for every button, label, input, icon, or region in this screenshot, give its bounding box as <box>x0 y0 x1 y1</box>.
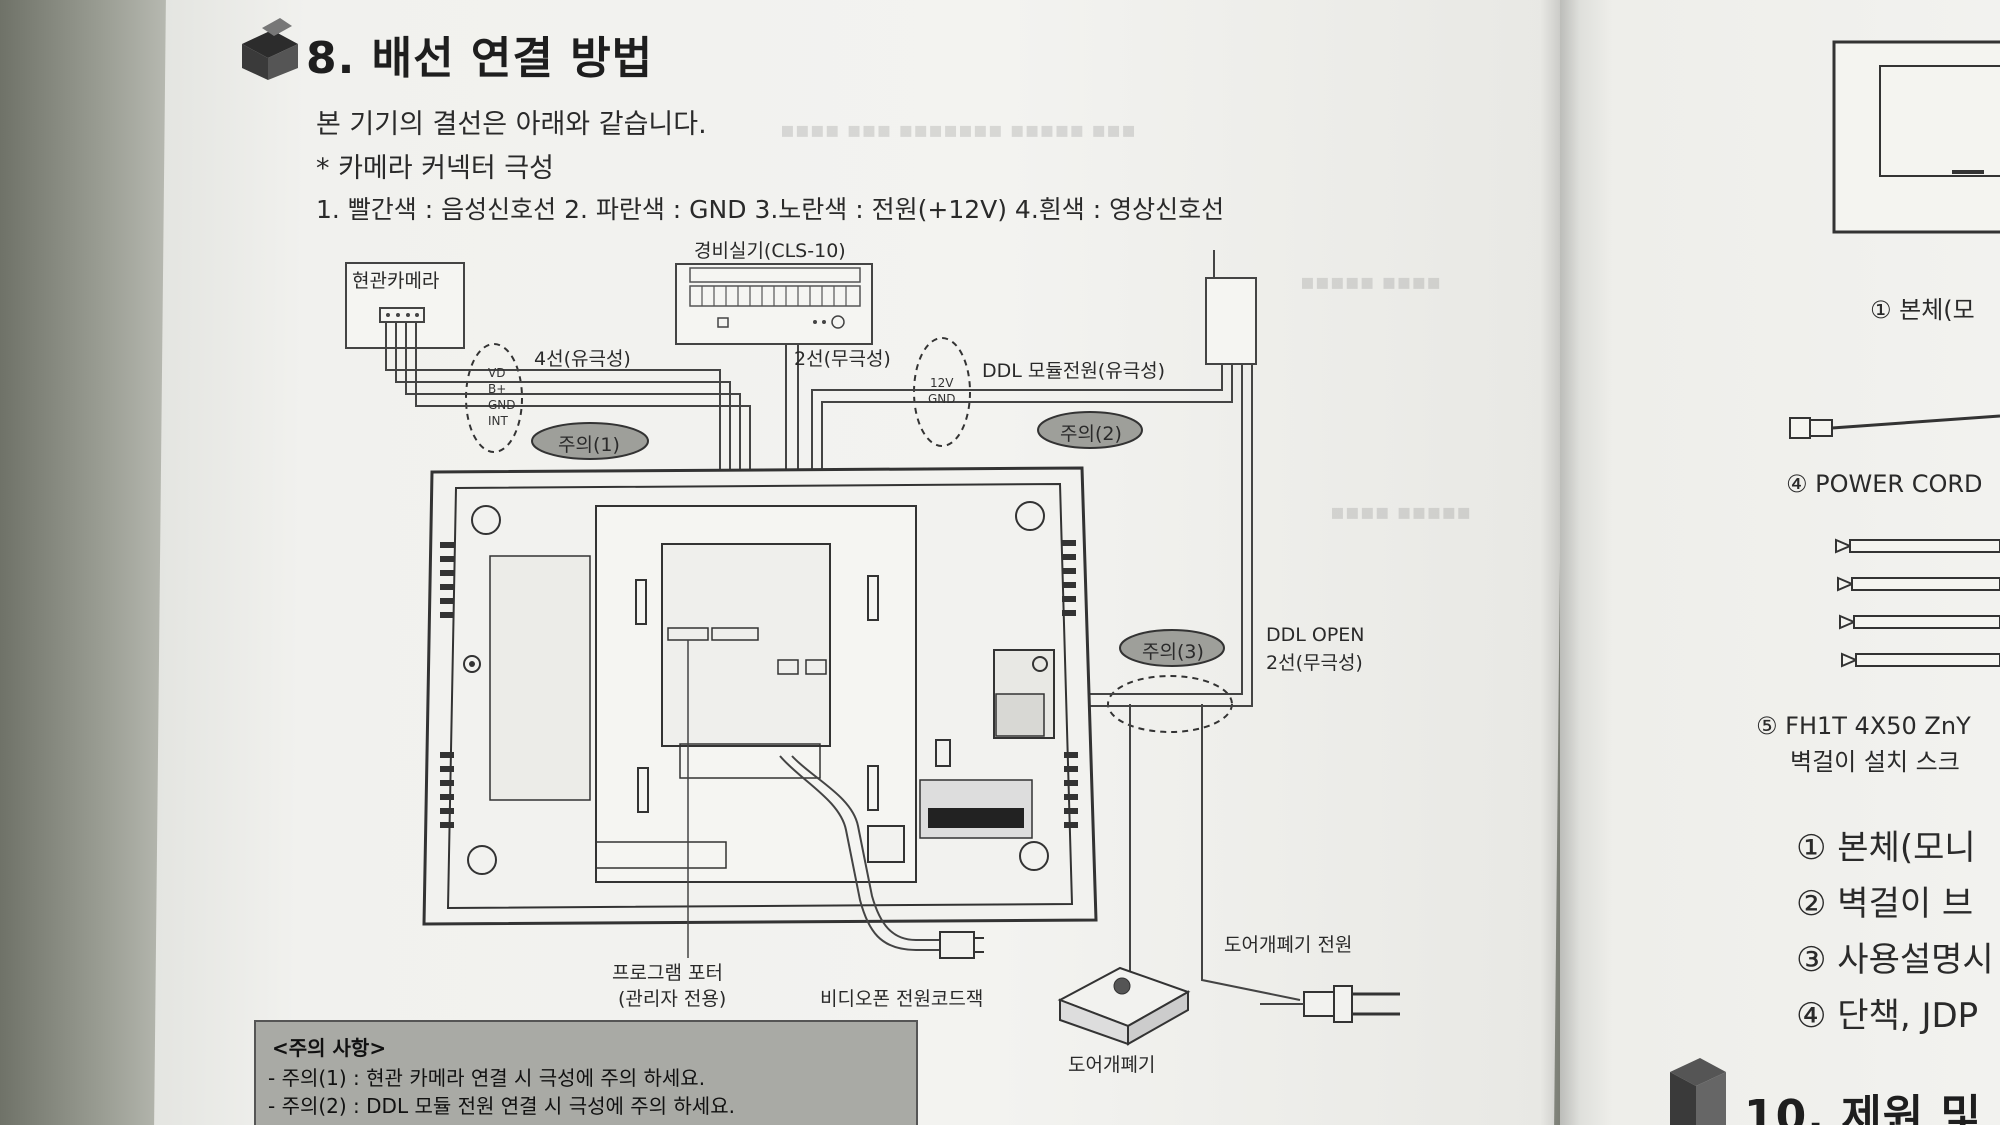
right-power-cord-label: ④ POWER CORD <box>1786 470 1983 498</box>
door-opener-box <box>1057 966 1191 1046</box>
page-gutter <box>1540 0 1580 1125</box>
right-list-item-3: ③ 사용설명시 <box>1796 940 1994 980</box>
notes-line-2: - 주의(2) : DDL 모듈 전원 연결 시 극성에 주의 하세요. <box>268 1094 735 1118</box>
pin-bplus-label: B+ <box>488 382 507 396</box>
alarm-unit-box <box>675 263 873 345</box>
door-opener-wires <box>1129 704 1301 1001</box>
section-box-icon <box>242 18 298 80</box>
ddl-module-box <box>1205 250 1257 365</box>
caution3-badge: 주의(3) <box>1142 641 1204 663</box>
left-page-shadow <box>0 0 170 1125</box>
caution-notes-box: <주의 사항> - 주의(1) : 현관 카메라 연결 시 극성에 주의 하세요… <box>254 1020 918 1125</box>
monitor-front-icon <box>1832 40 2000 234</box>
polarity-ellipses <box>465 337 1233 733</box>
intro-text: 본 기기의 결선은 아래와 같습니다. <box>316 109 707 140</box>
right-list-item-1: ① 본체(모니 <box>1796 828 1976 868</box>
caution-ovals <box>531 411 1225 667</box>
caution1-badge: 주의(1) <box>558 434 620 456</box>
pin-12v-label: 12V <box>930 376 954 390</box>
pin-vd-label: VD <box>488 366 506 380</box>
monitor-back-panel <box>422 466 1098 926</box>
right-list-item-4: ④ 단책, JDP <box>1796 996 1979 1036</box>
connector-heading: * 카메라 커넥터 극성 <box>316 153 554 184</box>
four-wire-label: 4선(유극성) <box>534 348 631 370</box>
power-jack <box>939 931 984 959</box>
notes-title: <주의 사항> <box>272 1036 387 1060</box>
screws-icon <box>1835 538 2000 668</box>
pin-int-label: INT <box>488 414 508 428</box>
right-screw-label: ⑤ FH1T 4X50 ZnY <box>1756 712 1971 740</box>
bleed-through-text: ▪▪▪▪ ▪▪▪ ▪▪▪▪▪▪▪ ▪▪▪▪▪ ▪▪▪ <box>780 118 1136 143</box>
section10-box-icon <box>1670 1058 1726 1125</box>
ddl-open-wire-label: 2선(무극성) <box>1266 652 1363 674</box>
right-list-item-2: ② 벽걸이 브 <box>1796 884 1974 924</box>
door-camera-label: 현관카메라 <box>352 270 440 292</box>
power-jack-label: 비디오폰 전원코드잭 <box>820 988 984 1010</box>
program-port-label: 프로그램 포터 <box>612 962 723 984</box>
bleed-through-text: ▪▪▪▪▪ ▪▪▪▪ <box>1300 270 1442 295</box>
ddl-power-label: DDL 모듈전원(유극성) <box>982 360 1166 382</box>
notes-line-1: - 주의(1) : 현관 카메라 연결 시 극성에 주의 하세요. <box>268 1066 706 1090</box>
right-item1-small: ① 본체(모 <box>1870 296 1975 324</box>
door-opener-power-label: 도어개폐기 전원 <box>1224 934 1353 956</box>
power-plug-icon <box>1260 985 1400 1023</box>
bleed-through-text: ▪▪▪▪ ▪▪▪▪▪ <box>1330 500 1472 525</box>
right-screw-sub-label: 벽걸이 설치 스크 <box>1790 748 1960 776</box>
alarm-unit-label: 경비실기(CLS-10) <box>694 240 846 262</box>
two-wire-label: 2선(무극성) <box>794 348 891 370</box>
program-port-sub-label: (관리자 전용) <box>618 988 727 1010</box>
pin-gnd2-label: GND <box>928 392 956 406</box>
power-cord-icon <box>1789 414 2000 439</box>
ddl-open-label: DDL OPEN <box>1266 624 1365 646</box>
pin-gnd-label: GND <box>488 398 516 412</box>
right-section10-title: 10. 제원 및 <box>1744 1091 1983 1125</box>
polarity-line: 1. 빨간색 : 음성신호선 2. 파란색 : GND 3.노란색 : 전원(+… <box>316 195 1225 224</box>
door-opener-label: 도어개폐기 <box>1068 1054 1156 1076</box>
section-title: 8. 배선 연결 방법 <box>306 33 654 84</box>
caution2-badge: 주의(2) <box>1060 423 1122 445</box>
power-cord <box>779 755 940 951</box>
